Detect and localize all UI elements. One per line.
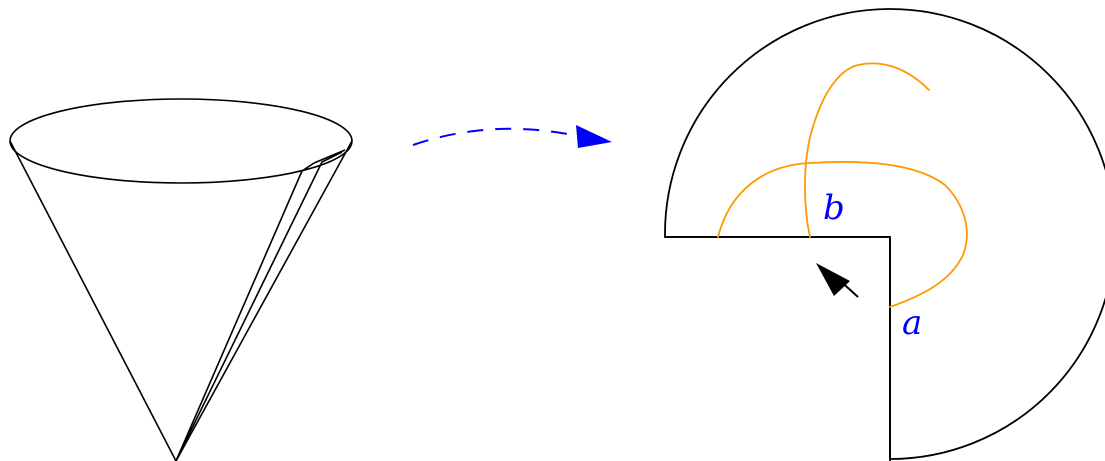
cone-left-edge <box>9 140 177 461</box>
label-a: a <box>902 303 922 343</box>
sector-boundary <box>664 8 1105 460</box>
curve-from-a <box>717 161 968 308</box>
corner-arrow <box>816 263 859 298</box>
unfold-arrow-head <box>576 125 612 148</box>
cone <box>9 98 353 461</box>
cone-seam-flap-outer <box>175 151 343 461</box>
cone-rim <box>9 98 353 184</box>
unfold-arrow-dashed-path <box>412 127 579 146</box>
unfolded-sector <box>664 8 1105 461</box>
label-b: b <box>823 188 845 228</box>
curve-from-b <box>804 62 930 238</box>
cone-seam-cut <box>313 149 346 164</box>
curves <box>717 62 968 308</box>
corner-arrow-head <box>816 263 850 296</box>
cone-seam-flap-inner <box>175 162 315 461</box>
unfold-arrow <box>412 125 612 148</box>
cone-right-edge <box>175 140 353 461</box>
